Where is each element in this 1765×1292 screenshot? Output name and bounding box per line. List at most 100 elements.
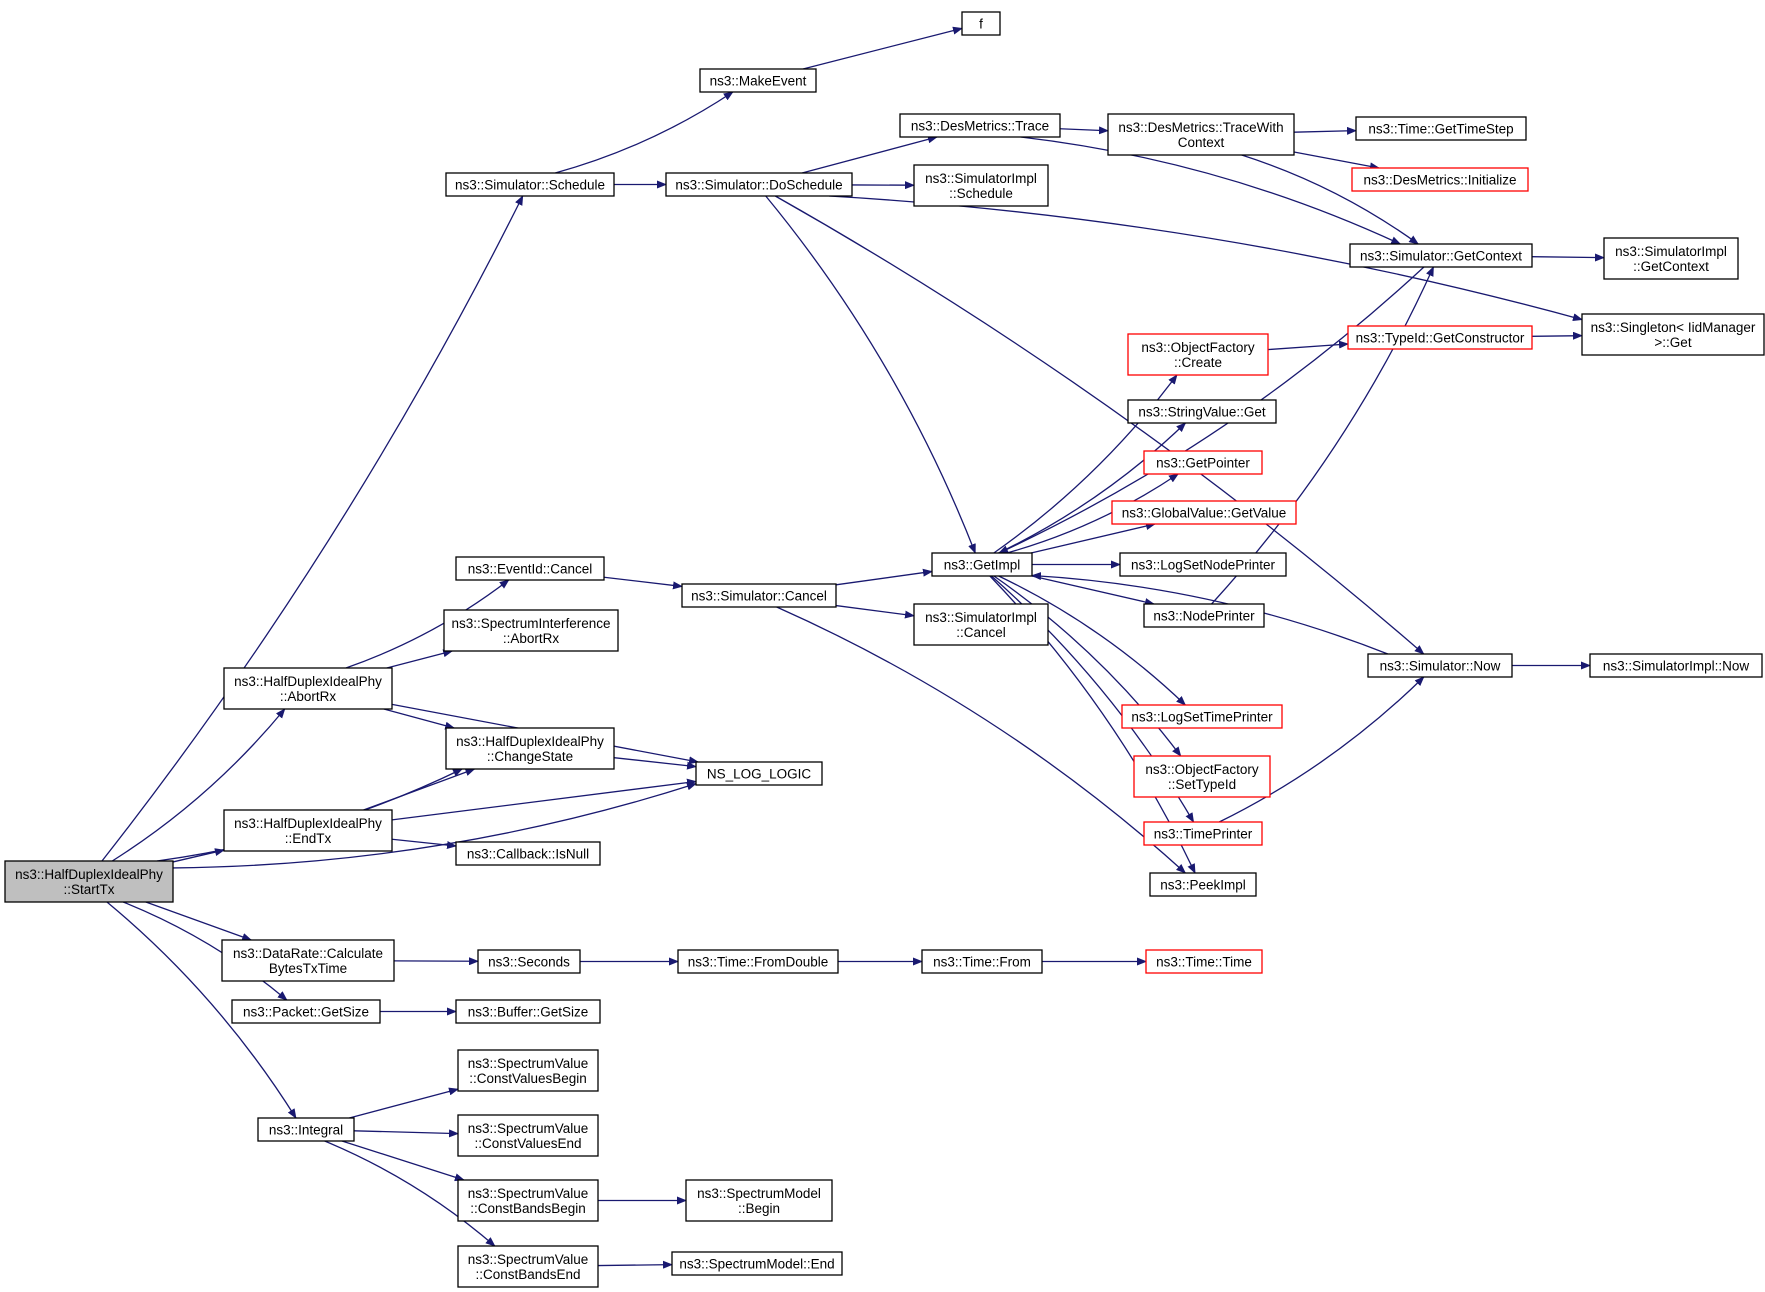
node-singleton-get[interactable]: ns3::Singleton< IidManager>::Get xyxy=(1581,313,1765,356)
edge-start_tx-to-integral xyxy=(106,901,297,1119)
node-simimpl-cancel[interactable]: ns3::SimulatorImpl::Cancel xyxy=(913,603,1049,646)
node-box xyxy=(1581,313,1765,356)
node-label-line: ns3::Integral xyxy=(269,1123,343,1138)
node-getimpl[interactable]: ns3::GetImpl xyxy=(931,552,1033,577)
node-label-line: ns3::GetPointer xyxy=(1156,456,1250,471)
node-label-line: ns3::Simulator::Cancel xyxy=(691,589,827,604)
edge-do_schedule-to-getimpl xyxy=(765,195,976,554)
node-label-line: ns3::EventId::Cancel xyxy=(468,562,593,577)
node-specmodel-end[interactable]: ns3::SpectrumModel::End xyxy=(671,1251,843,1276)
edge-integral-to-specval_constbandsbegin xyxy=(341,1140,465,1182)
node-box xyxy=(223,667,393,710)
node-getpointer[interactable]: ns3::GetPointer xyxy=(1143,450,1263,475)
node-time-from[interactable]: ns3::Time::From xyxy=(921,949,1043,974)
node-peekimpl[interactable]: ns3::PeekImpl xyxy=(1149,872,1257,897)
node-label-line: ns3::PeekImpl xyxy=(1160,878,1246,893)
edge-hdip_endtx-to-hdip_changestate xyxy=(363,768,476,811)
node-hdip-abortrx[interactable]: ns3::HalfDuplexIdealPhy::AbortRx xyxy=(223,667,393,710)
node-box xyxy=(1143,450,1263,475)
node-hdip-endtx[interactable]: ns3::HalfDuplexIdealPhy::EndTx xyxy=(223,809,393,852)
node-label-line: ns3::SpectrumModel xyxy=(697,1186,821,1201)
node-simimpl-schedule[interactable]: ns3::SimulatorImpl::Schedule xyxy=(913,164,1049,207)
node-label-line: NS_LOG_LOGIC xyxy=(707,767,812,782)
node-simimpl-now[interactable]: ns3::SimulatorImpl::Now xyxy=(1589,653,1763,678)
node-box xyxy=(1603,237,1739,280)
node-objfactory-settypeid[interactable]: ns3::ObjectFactory::SetTypeId xyxy=(1133,755,1271,798)
node-typeid-getconstructor[interactable]: ns3::TypeId::GetConstructor xyxy=(1347,325,1533,350)
node-objfactory-create[interactable]: ns3::ObjectFactory::Create xyxy=(1127,333,1269,376)
node-box xyxy=(1589,653,1763,678)
node-label-line: ns3::NodePrinter xyxy=(1153,609,1255,624)
node-seconds[interactable]: ns3::Seconds xyxy=(477,949,581,974)
edge-integral-to-specval_constbandsend xyxy=(324,1140,496,1247)
node-specinterf-abortrx[interactable]: ns3::SpectrumInterference::AbortRx xyxy=(443,609,619,652)
edge-hdip_abortrx-to-specinterf_abortrx xyxy=(386,649,454,669)
node-label-line: ns3::SimulatorImpl xyxy=(925,610,1037,625)
edge-desmetrics_tracewithcontext-to-desmetrics_initialize xyxy=(1293,151,1380,171)
node-sim-now[interactable]: ns3::Simulator::Now xyxy=(1367,653,1513,678)
node-label-line: ns3::ObjectFactory xyxy=(1141,340,1255,355)
node-globalvalue-getvalue[interactable]: ns3::GlobalValue::GetValue xyxy=(1111,500,1297,525)
edge-sim_cancel-to-getimpl xyxy=(835,568,933,586)
node-label-line: ns3::LogSetNodePrinter xyxy=(1131,558,1276,573)
node-stringvalue-get[interactable]: ns3::StringValue::Get xyxy=(1127,399,1277,424)
edge-start_tx-to-ns_log_logic xyxy=(172,782,697,869)
node-buffer-getsize[interactable]: ns3::Buffer::GetSize xyxy=(455,999,601,1024)
node-label-line: ::ConstBandsEnd xyxy=(475,1267,580,1282)
node-label-line: ns3::SpectrumValue xyxy=(468,1056,589,1071)
node-label-line: ns3::Time::From xyxy=(933,955,1031,970)
node-sim-getcontext[interactable]: ns3::Simulator::GetContext xyxy=(1349,243,1533,268)
node-label-line: ns3::DesMetrics::Initialize xyxy=(1363,173,1516,188)
node-label-line: ::Create xyxy=(1174,355,1222,370)
node-label-line: ns3::ObjectFactory xyxy=(1145,762,1259,777)
node-desmetrics-initialize[interactable]: ns3::DesMetrics::Initialize xyxy=(1351,167,1529,192)
node-specval-constbandsend[interactable]: ns3::SpectrumValue::ConstBandsEnd xyxy=(457,1245,599,1288)
node-box xyxy=(445,727,615,770)
node-box xyxy=(1127,399,1277,424)
node-ns-log-logic[interactable]: NS_LOG_LOGIC xyxy=(695,761,823,786)
edge-sim_cancel-to-simimpl_cancel xyxy=(835,604,915,619)
edge-desmetrics_tracewithcontext-to-sim_getcontext xyxy=(1241,154,1420,245)
node-simimpl-getcontext[interactable]: ns3::SimulatorImpl::GetContext xyxy=(1603,237,1739,280)
node-label-line: ns3::MakeEvent xyxy=(710,74,807,89)
node-label-line: ns3::GetImpl xyxy=(944,558,1021,573)
node-logsetnodeprinter[interactable]: ns3::LogSetNodePrinter xyxy=(1119,552,1287,577)
node-callback-isnull[interactable]: ns3::Callback::IsNull xyxy=(455,841,601,866)
node-specval-constvaluesend[interactable]: ns3::SpectrumValue::ConstValuesEnd xyxy=(457,1114,599,1157)
node-specval-constvaluesbegin[interactable]: ns3::SpectrumValue::ConstValuesBegin xyxy=(457,1049,599,1092)
node-hdip-changestate[interactable]: ns3::HalfDuplexIdealPhy::ChangeState xyxy=(445,727,615,770)
node-desmetrics-trace[interactable]: ns3::DesMetrics::Trace xyxy=(899,113,1061,138)
node-time-fromdouble[interactable]: ns3::Time::FromDouble xyxy=(677,949,839,974)
node-specval-constbandsbegin[interactable]: ns3::SpectrumValue::ConstBandsBegin xyxy=(457,1179,599,1222)
node-label-line: ::ConstValuesEnd xyxy=(474,1136,581,1151)
node-start-tx[interactable]: ns3::HalfDuplexIdealPhy::StartTx xyxy=(4,860,174,903)
node-f[interactable]: f xyxy=(961,11,1001,36)
node-time-gettimestep[interactable]: ns3::Time::GetTimeStep xyxy=(1355,116,1527,141)
node-eventid-cancel[interactable]: ns3::EventId::Cancel xyxy=(455,556,605,581)
node-logsettimeprinter[interactable]: ns3::LogSetTimePrinter xyxy=(1121,704,1283,729)
node-box xyxy=(455,556,605,581)
node-integral[interactable]: ns3::Integral xyxy=(257,1117,355,1142)
node-specmodel-begin[interactable]: ns3::SpectrumModel::Begin xyxy=(685,1179,833,1222)
node-sim-schedule[interactable]: ns3::Simulator::Schedule xyxy=(445,172,615,197)
node-time-time[interactable]: ns3::Time::Time xyxy=(1145,949,1263,974)
node-make-event[interactable]: ns3::MakeEvent xyxy=(699,68,817,93)
edge-getimpl-to-objfactory_settypeid xyxy=(993,575,1182,757)
node-timeprinter[interactable]: ns3::TimePrinter xyxy=(1143,821,1263,846)
edge-make_event-to-f xyxy=(802,26,963,70)
node-box xyxy=(457,1049,599,1092)
node-packet-getsize[interactable]: ns3::Packet::GetSize xyxy=(231,999,381,1024)
node-nodeprinter[interactable]: ns3::NodePrinter xyxy=(1143,603,1265,628)
node-label-line: ns3::Time::GetTimeStep xyxy=(1368,122,1513,137)
edge-desmetrics_trace-to-sim_getcontext xyxy=(1020,136,1402,245)
node-box xyxy=(1349,243,1533,268)
edge-integral-to-specval_constvaluesbegin xyxy=(349,1087,459,1119)
node-box xyxy=(913,164,1049,207)
node-do-schedule[interactable]: ns3::Simulator::DoSchedule xyxy=(665,172,853,197)
node-sim-cancel[interactable]: ns3::Simulator::Cancel xyxy=(681,583,837,608)
node-label-line: ns3::DesMetrics::TraceWith xyxy=(1118,120,1283,135)
node-label-line: ns3::Seconds xyxy=(488,955,570,970)
